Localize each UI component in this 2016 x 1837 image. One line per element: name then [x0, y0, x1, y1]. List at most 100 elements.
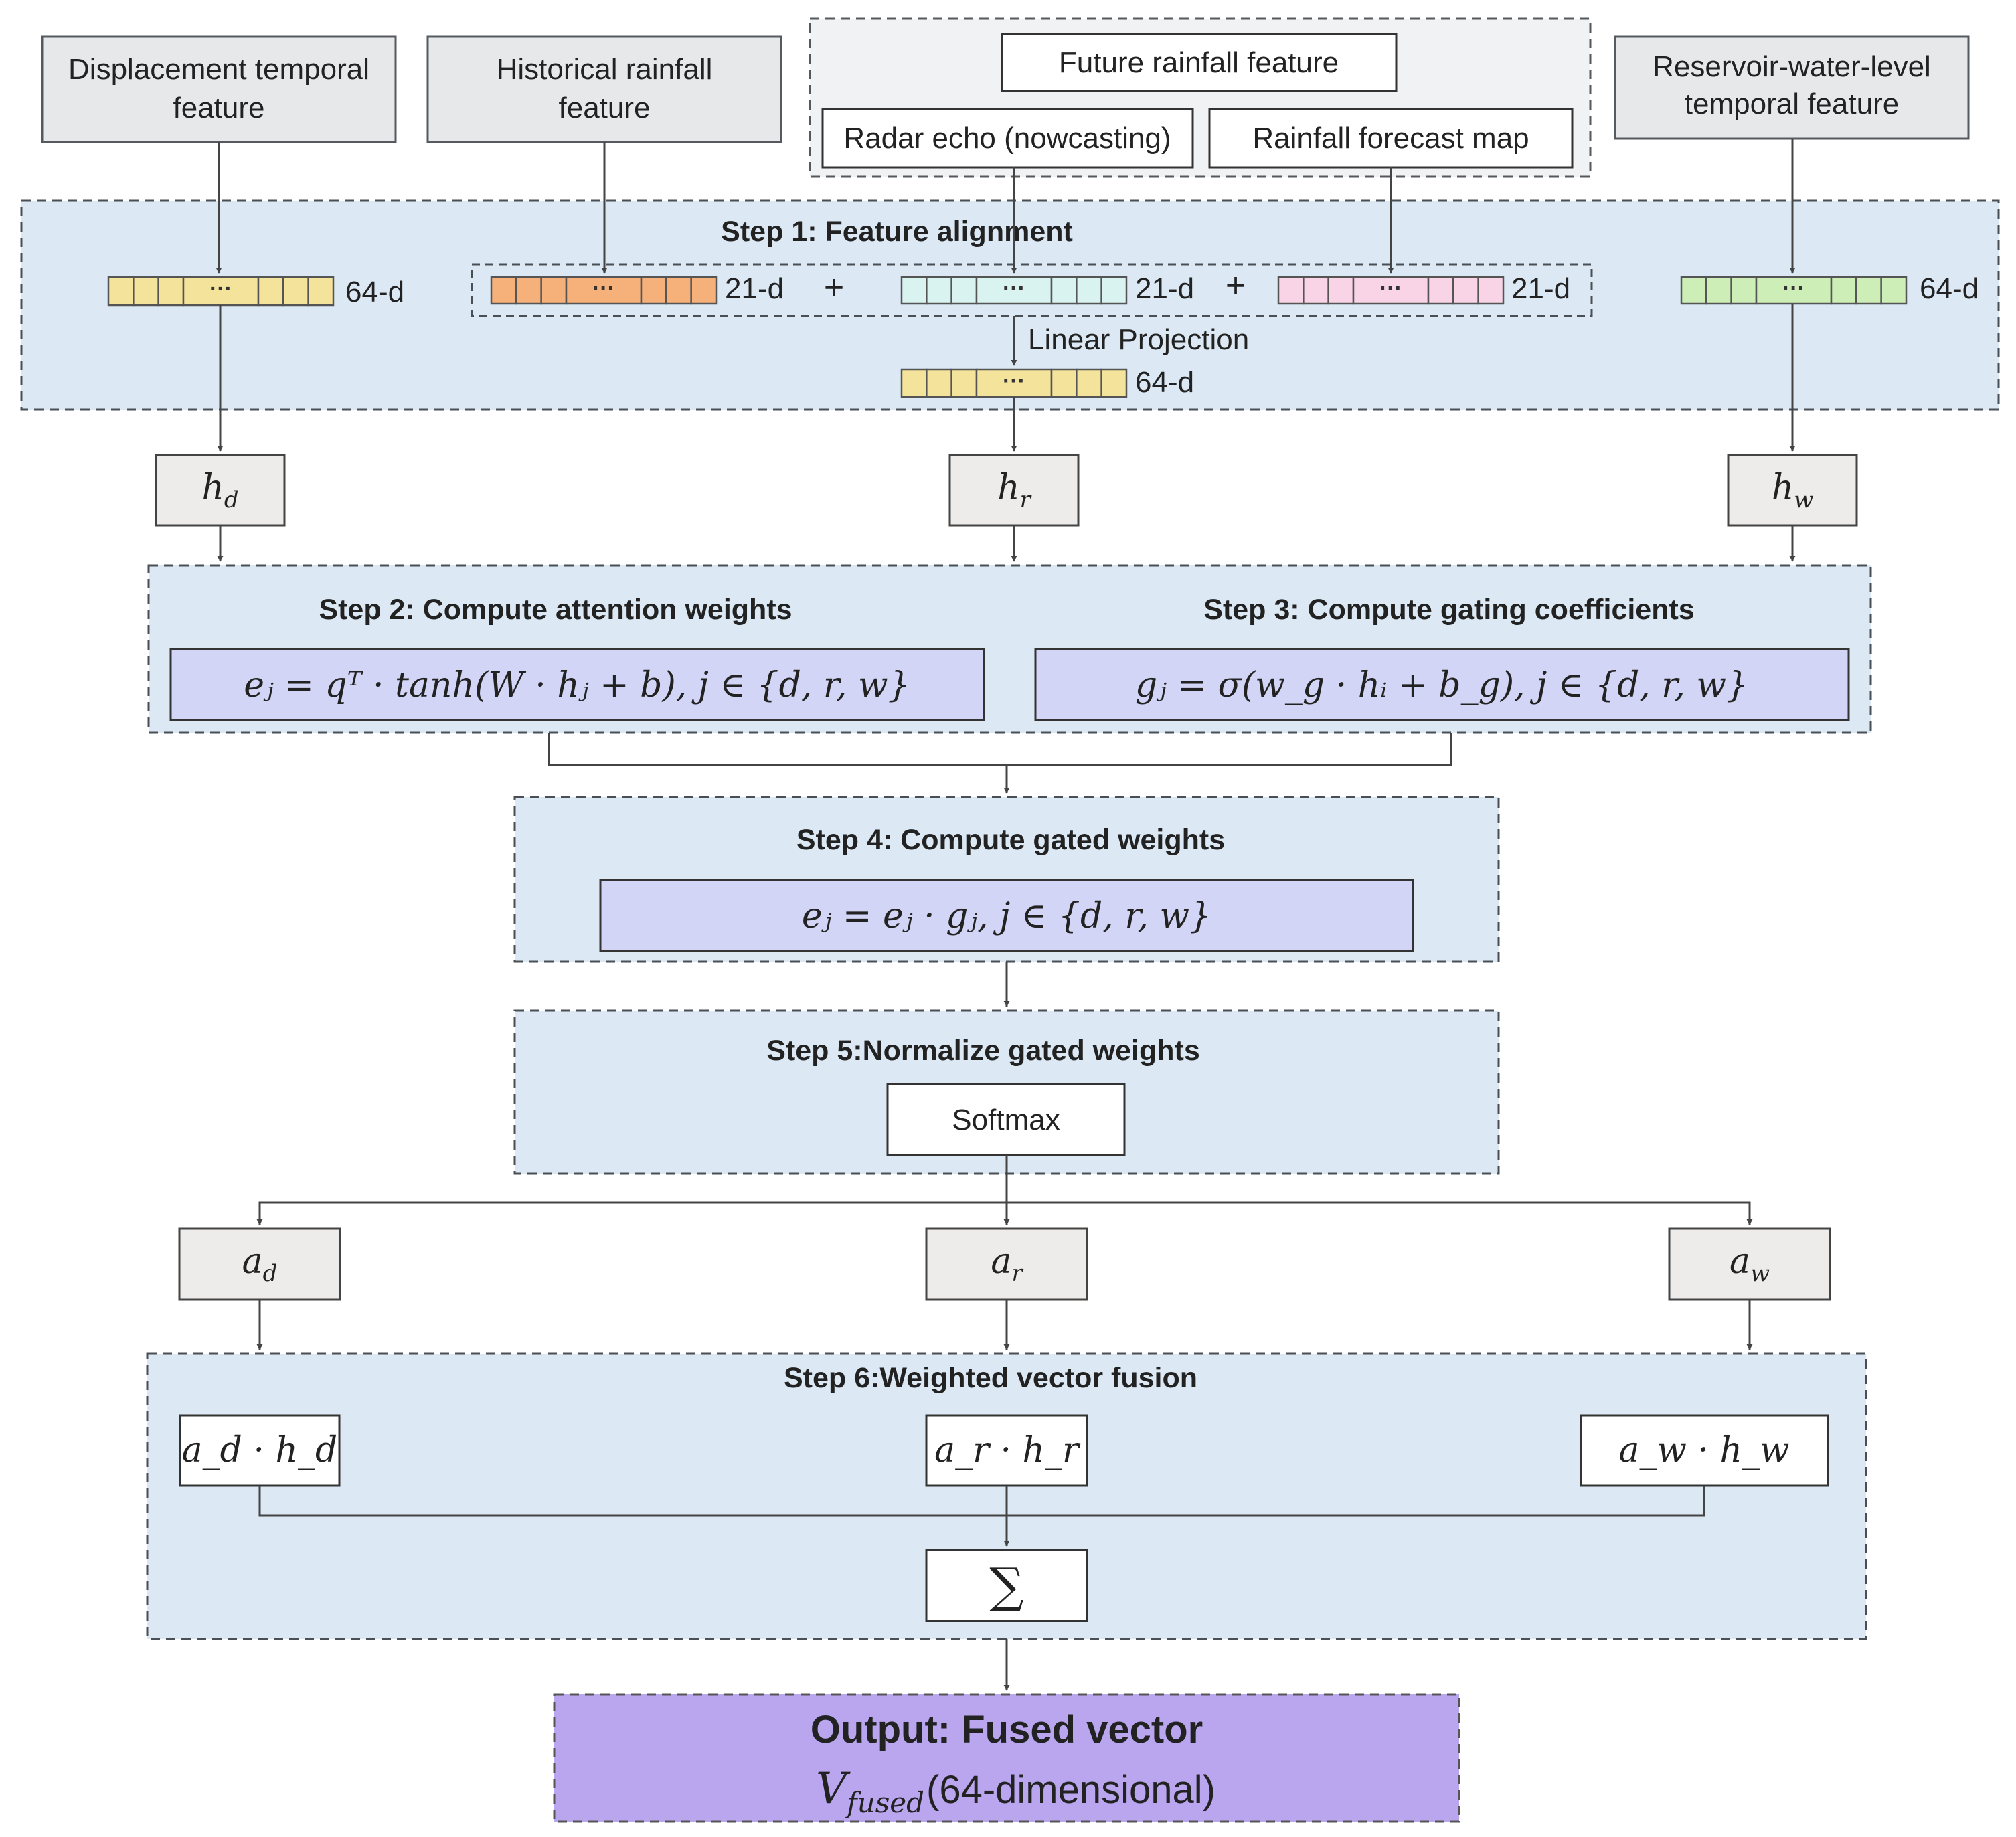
vector-cell [640, 276, 667, 305]
vector-cell [1352, 276, 1430, 305]
rainfall-forecast-label: Rainfall forecast map [1252, 122, 1529, 155]
input-historical-line1: Historical rainfall [497, 53, 713, 86]
vector-cell [1880, 276, 1908, 305]
vector-cell [1303, 276, 1329, 305]
alpha-a-r: ar [925, 1227, 1088, 1301]
connectors [216, 139, 1796, 1691]
step6-title: Step 6:Weighted vector fusion [784, 1362, 1197, 1394]
dim-historical: 21-d [725, 272, 784, 305]
radar-echo-label: Radar echo (nowcasting) [843, 122, 1171, 155]
h-d-math: hd [201, 468, 238, 513]
a-r-math: ar [991, 1241, 1023, 1287]
vector-ellipsis: ··· [1003, 276, 1025, 301]
vector-cell [257, 276, 284, 307]
product-d-math: a_d · h_d [182, 1430, 338, 1470]
vector-radar-21d: ··· [900, 276, 1128, 305]
step3-title: Step 3: Compute gating coefficients [1203, 594, 1694, 626]
future-rainfall-label: Future rainfall feature [1059, 46, 1339, 79]
vector-displacement-64d: ··· [107, 276, 335, 307]
vector-ellipsis: ··· [209, 276, 232, 302]
step5-title: Step 5:Normalize gated weights [766, 1035, 1200, 1067]
softmax-label: Softmax [952, 1104, 1060, 1136]
vector-cell [1705, 276, 1732, 305]
vector-reservoir-64d: ··· [1680, 276, 1908, 305]
step4-title: Step 4: Compute gated weights [796, 824, 1225, 856]
alpha-a-d: ad [178, 1227, 341, 1301]
step2-title: Step 2: Compute attention weights [319, 594, 792, 626]
output-title: Output: Fused vector [811, 1708, 1203, 1751]
output-v-math: Vfused [816, 1764, 924, 1819]
dim-radar: 21-d [1135, 272, 1194, 305]
vector-cell [1477, 276, 1505, 305]
vector-cell [1855, 276, 1882, 305]
vector-cell [133, 276, 159, 307]
vector-cell [1830, 276, 1857, 305]
merge-products [258, 1486, 1705, 1517]
product-w-math: a_w · h_w [1618, 1430, 1789, 1470]
vector-cell [690, 276, 718, 305]
vector-cell [182, 276, 260, 307]
vector-cell [307, 276, 335, 307]
a-w-math: aw [1730, 1241, 1770, 1287]
vector-cell [107, 276, 135, 307]
vector-cell [1755, 276, 1833, 305]
input-historical-line2: feature [559, 92, 651, 124]
vector-cell [1730, 276, 1758, 305]
vector-cell [1076, 276, 1102, 305]
input-rainfall-forecast: Rainfall forecast map [1208, 108, 1574, 169]
vector-ellipsis: ··· [1003, 369, 1025, 394]
vector-cell [950, 368, 978, 398]
h-r-math: hr [997, 468, 1032, 513]
vector-ellipsis: ··· [592, 276, 615, 301]
step2-formula: eⱼ = qᵀ · tanh(W · hⱼ + b), j ∈ {d, r, w… [244, 665, 910, 705]
dim-reservoir: 64-d [1920, 272, 1979, 305]
sum-symbol: ∑ [989, 1557, 1023, 1613]
vector-cell [1050, 368, 1078, 398]
vector-cell [975, 276, 1053, 305]
merge-step23 [548, 733, 1452, 766]
plus-sign-2: + [1226, 266, 1246, 305]
dim-displacement: 64-d [345, 276, 404, 309]
product-d-box: a_d · h_d [179, 1414, 341, 1487]
input-reservoir-line1: Reservoir-water-level [1653, 50, 1931, 83]
vector-cell [540, 276, 568, 305]
vector-cell [926, 368, 952, 398]
vector-cell [1427, 276, 1454, 305]
sum-box: ∑ [925, 1549, 1088, 1622]
step1-title: Step 1: Feature alignment [721, 215, 1073, 248]
vector-cell [1680, 276, 1707, 305]
vector-cell [665, 276, 692, 305]
product-r-box: a_r · h_r [925, 1414, 1088, 1487]
h-w-math: hw [1772, 468, 1814, 513]
hidden-h-w: hw [1727, 454, 1858, 527]
product-w-box: a_w · h_w [1580, 1414, 1829, 1487]
hidden-h-r: hr [948, 454, 1080, 527]
vector-cell [1100, 368, 1128, 398]
vector-projected-64d: ··· [900, 368, 1128, 398]
dim-forecast: 21-d [1511, 272, 1570, 305]
vector-cell [282, 276, 309, 307]
a-d-math: ad [242, 1241, 278, 1287]
vector-cell [900, 276, 928, 305]
step4-formula: eⱼ = eⱼ · gⱼ, j ∈ {d, r, w} [802, 896, 1211, 936]
input-displacement-line1: Displacement temporal [68, 53, 369, 86]
vector-cell [926, 276, 952, 305]
step2-formula-box: eⱼ = qᵀ · tanh(W · hⱼ + b), j ∈ {d, r, w… [169, 648, 985, 721]
input-future-rainfall: Future rainfall feature [1001, 33, 1398, 92]
vector-cell [1050, 276, 1078, 305]
vector-historical-21d: ··· [490, 276, 718, 305]
output-dims: (64-dimensional) [926, 1768, 1215, 1812]
dim-projected: 64-d [1135, 366, 1194, 399]
softmax-box: Softmax [886, 1083, 1126, 1156]
plus-sign-1: + [824, 268, 844, 307]
input-radar-echo: Radar echo (nowcasting) [821, 108, 1194, 169]
input-displacement-line2: feature [173, 92, 265, 124]
input-displacement: Displacement temporal feature [41, 35, 397, 143]
vector-cell [490, 276, 517, 305]
vector-cell [900, 368, 928, 398]
input-historical-rainfall: Historical rainfall feature [426, 35, 782, 143]
output-box: Output: Fused vector Vfused (64-dimensio… [553, 1693, 1460, 1823]
vector-cell [157, 276, 185, 307]
vector-cell [1327, 276, 1355, 305]
vector-cell [950, 276, 978, 305]
